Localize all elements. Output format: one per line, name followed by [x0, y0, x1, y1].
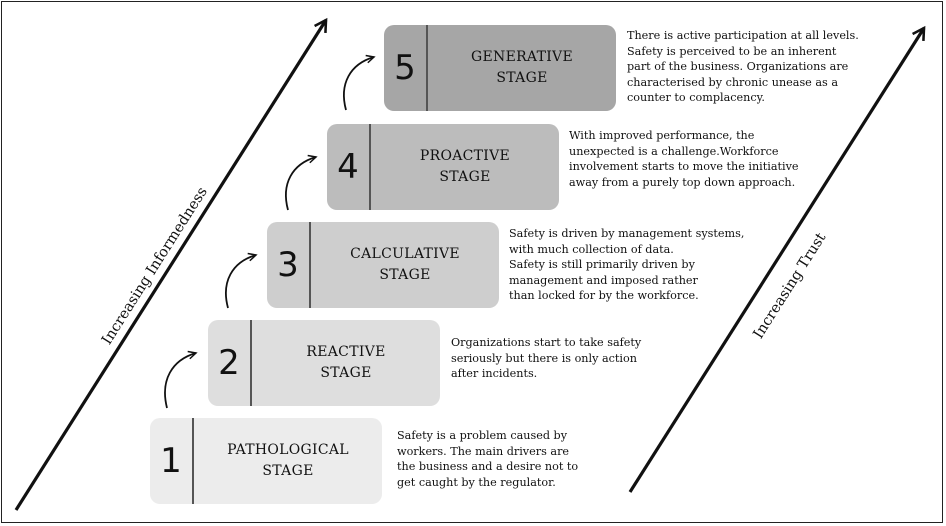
- stage-1-box: 1 PATHOLOGICAL STAGE: [150, 418, 382, 504]
- stage-5-label: GENERATIVE STAGE: [471, 49, 573, 86]
- curved-arrow-1-to-2: [164, 350, 198, 409]
- curved-arrow-2-to-3: [225, 252, 258, 309]
- stage-2-number: 2: [208, 320, 252, 406]
- stage-5-box: 5 GENERATIVE STAGE: [384, 25, 616, 111]
- curved-arrow-3-to-4: [285, 154, 318, 211]
- curved-arrow-4-to-5: [343, 54, 376, 111]
- stage-5-description: There is active participation at all lev…: [627, 29, 859, 104]
- informedness-arrow: [14, 17, 328, 511]
- stage-4-label: PROACTIVE STAGE: [419, 148, 511, 185]
- stage-3-description: Safety is driven by management systems, …: [509, 227, 745, 302]
- stage-5-number: 5: [384, 25, 428, 111]
- stage-2-description: Organizations start to take safety serio…: [451, 336, 642, 380]
- stage-4-description: With improved performance, the unexpecte…: [569, 129, 799, 189]
- stage-4-box: 4 PROACTIVE STAGE: [327, 124, 559, 210]
- stage-3-number: 3: [267, 222, 311, 308]
- stage-4-number: 4: [327, 124, 371, 210]
- stage-1-description: Safety is a problem caused by workers. T…: [397, 429, 579, 489]
- stage-2-label: REACTIVE STAGE: [306, 344, 386, 381]
- trust-arrow: [628, 25, 926, 493]
- stage-3-box: 3 CALCULATIVE STAGE: [267, 222, 499, 308]
- stage-1-number: 1: [150, 418, 194, 504]
- stage-3-label: CALCULATIVE STAGE: [350, 246, 460, 283]
- stage-1-label: PATHOLOGICAL STAGE: [227, 442, 349, 479]
- stage-2-box: 2 REACTIVE STAGE: [208, 320, 440, 406]
